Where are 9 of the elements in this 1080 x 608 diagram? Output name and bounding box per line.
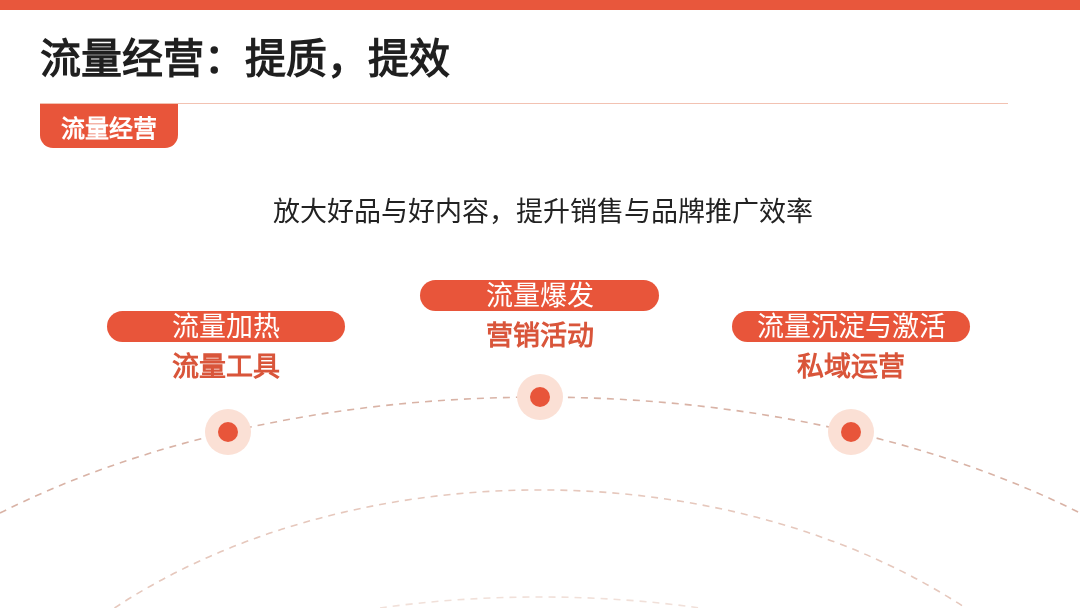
title: 流量经营：提质，提效 [40,34,450,84]
caption-text: 流量工具 [171,350,281,384]
stage-pill: 流量沉淀与激活 [732,311,970,342]
caption-text: 营销活动 [484,319,595,353]
stage-pill: 流量加热 [107,311,345,342]
caption-text: 私域运营 [796,350,906,384]
stage-pill: 流量爆发 [420,280,659,311]
subtitle-text: 放大好品与好内容，提升销售与品牌推广效率 [272,195,814,229]
section-tab: 流量经营 [40,104,178,148]
